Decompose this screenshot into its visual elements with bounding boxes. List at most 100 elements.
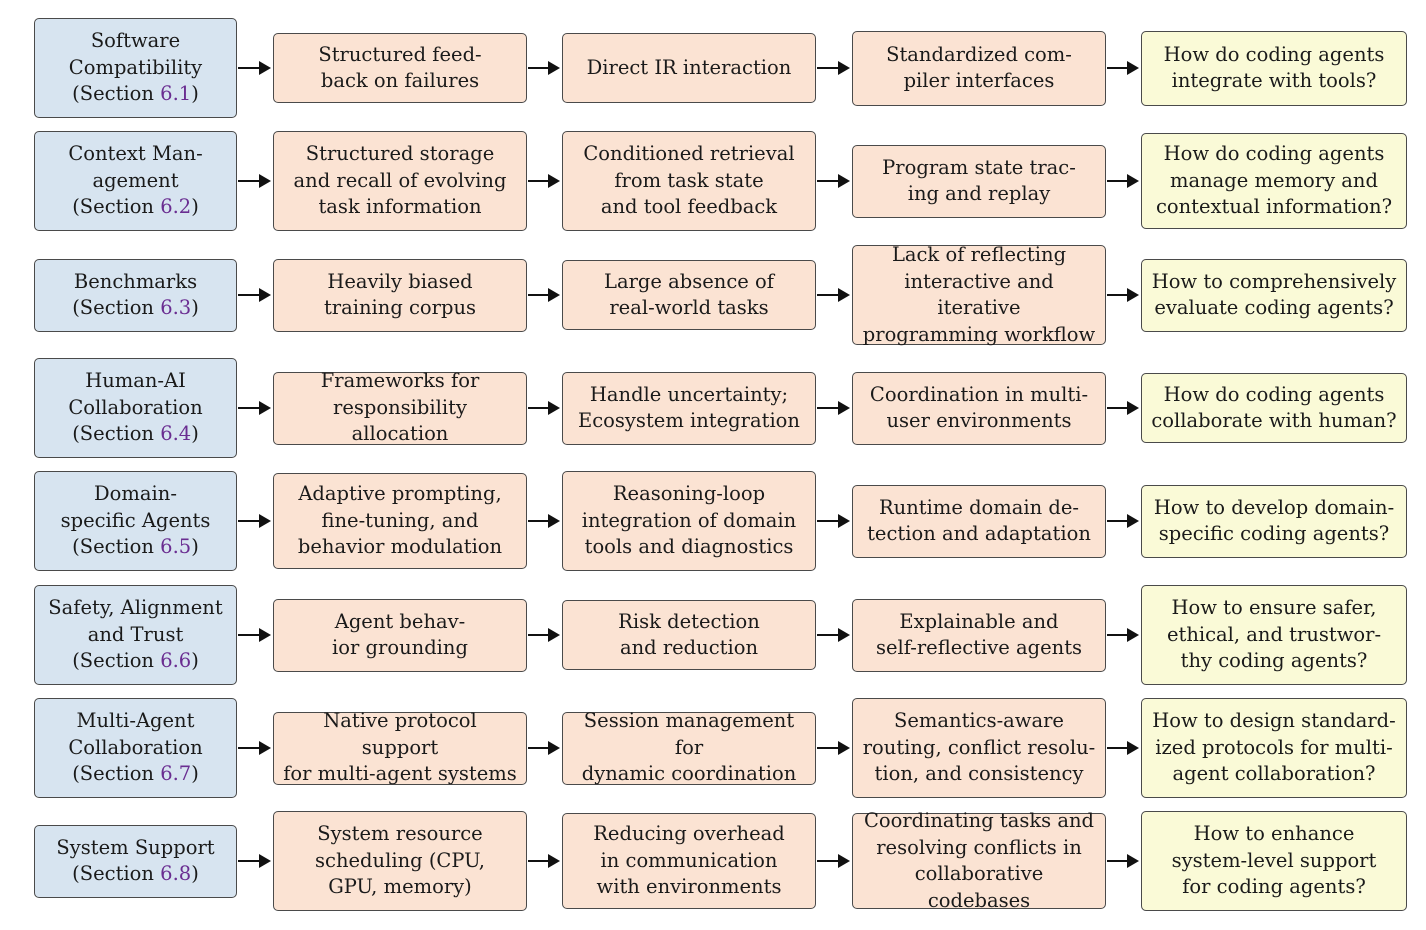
arrow [817,741,850,755]
challenge-label: Session management for dynamic coordinat… [581,709,797,786]
question-box: How do coding agents integrate with tool… [1141,30,1407,106]
arrow [238,401,271,415]
section-prefix: (Section [72,296,161,319]
challenge-box: Heavily biased training corpus [273,258,527,332]
arrow [817,174,850,188]
challenge-label: Direct IR interaction [586,55,792,79]
challenge-label: Adaptive prompting, fine-tuning, and beh… [297,482,503,559]
section-link[interactable]: 6.5 [160,535,192,559]
challenge-box: Standardized com- piler interfaces [852,30,1106,106]
section-prefix: (Section [72,422,161,446]
challenge-label: Coordination in multi- user environments [869,382,1089,433]
section-prefix: (Section [72,762,161,786]
section-prefix: (Section [72,535,161,559]
challenge-box: Lack of reflecting interactive and itera… [852,243,1106,346]
challenge-box: Reducing overhead in communication with … [562,813,816,909]
arrow [528,61,560,75]
challenge-label: Lack of reflecting interactive and itera… [862,243,1096,346]
arrow [528,401,560,415]
challenge-label: Large absence of real-world tasks [604,269,774,320]
arrow [817,61,850,75]
challenge-label: Structured storage and recall of evolvin… [293,142,507,219]
area-label: Benchmarks [73,269,198,293]
section-suffix: ) [191,535,199,559]
section-link[interactable]: 6.2 [160,195,192,219]
challenge-label: Runtime domain de- tection and adaptatio… [867,495,1091,546]
section-suffix: ) [191,422,199,446]
question-label: How to enhance system-level support for … [1171,822,1377,899]
arrow [1107,741,1139,755]
arrow [528,854,560,868]
challenge-box: Large absence of real-world tasks [562,260,816,330]
challenge-box: Handle uncertainty; Ecosystem integratio… [562,371,816,445]
question-label: How do coding agents manage memory and c… [1155,142,1393,219]
section-suffix: ) [191,649,199,673]
challenge-label: Standardized com- piler interfaces [886,42,1072,93]
arrow [1107,401,1139,415]
section-suffix: ) [191,195,199,219]
section-prefix: (Section [72,649,161,673]
section-suffix: ) [191,296,199,319]
question-box: How to comprehensively evaluate coding a… [1141,258,1407,332]
question-box: How to enhance system-level support for … [1141,811,1407,911]
arrow [528,174,560,188]
arrow [528,514,560,528]
question-label: How to comprehensively evaluate coding a… [1151,269,1397,320]
challenge-label: Heavily biased training corpus [323,269,477,320]
area-label: Multi-Agent Collaboration [68,709,203,759]
arrow [1107,61,1139,75]
arrow [528,741,560,755]
section-link[interactable]: 6.3 [160,296,192,319]
arrow [817,514,850,528]
challenge-label: Risk detection and reduction [618,609,760,660]
question-label: How to ensure safer, ethical, and trustw… [1166,596,1382,673]
arrow [528,628,560,642]
challenge-box: Semantics-aware routing, conflict resolu… [852,698,1106,798]
section-prefix: (Section [72,862,161,885]
arrow [238,854,271,868]
section-suffix: ) [191,762,199,786]
challenge-box: Session management for dynamic coordinat… [562,709,816,785]
question-label: How to develop domain- specific coding a… [1153,495,1395,546]
arrow [238,628,271,642]
challenge-box: System resource scheduling (CPU, GPU, me… [273,811,527,911]
area-box: Context Man- agement (Section 6.2) [34,131,237,231]
section-suffix: ) [191,862,199,885]
arrow [1107,514,1139,528]
question-label: How to design standard- ized protocols f… [1152,709,1396,786]
challenge-box: Adaptive prompting, fine-tuning, and beh… [273,473,527,569]
challenge-box: Runtime domain de- tection and adaptatio… [852,484,1106,558]
question-box: How do coding agents collaborate with hu… [1141,373,1407,443]
question-box: How do coding agents manage memory and c… [1141,133,1407,229]
arrow [238,514,271,528]
challenge-label: Reducing overhead in communication with … [593,822,785,899]
section-link[interactable]: 6.6 [160,649,192,673]
challenge-box: Program state trac- ing and replay [852,144,1106,218]
section-link[interactable]: 6.8 [160,862,192,885]
arrow [238,174,271,188]
section-prefix: (Section [72,82,161,106]
arrow [817,628,850,642]
area-box: Software Compatibility (Section 6.1) [34,18,237,118]
challenge-box: Explainable and self-reflective agents [852,598,1106,672]
challenge-box: Coordination in multi- user environments [852,371,1106,445]
section-link[interactable]: 6.4 [160,422,192,446]
challenge-box: Agent behav- ior grounding [273,598,527,672]
arrow [817,288,850,302]
area-box: Multi-Agent Collaboration (Section 6.7) [34,698,237,798]
area-box: Safety, Alignment and Trust (Section 6.6… [34,585,237,685]
challenge-box: Direct IR interaction [562,33,816,103]
challenge-label: Reasoning-loop integration of domain too… [581,482,797,559]
challenge-label: Agent behav- ior grounding [332,609,468,660]
section-link[interactable]: 6.1 [160,82,192,106]
section-link[interactable]: 6.7 [160,762,192,786]
area-label: Software Compatibility [68,29,203,79]
arrow [1107,854,1139,868]
